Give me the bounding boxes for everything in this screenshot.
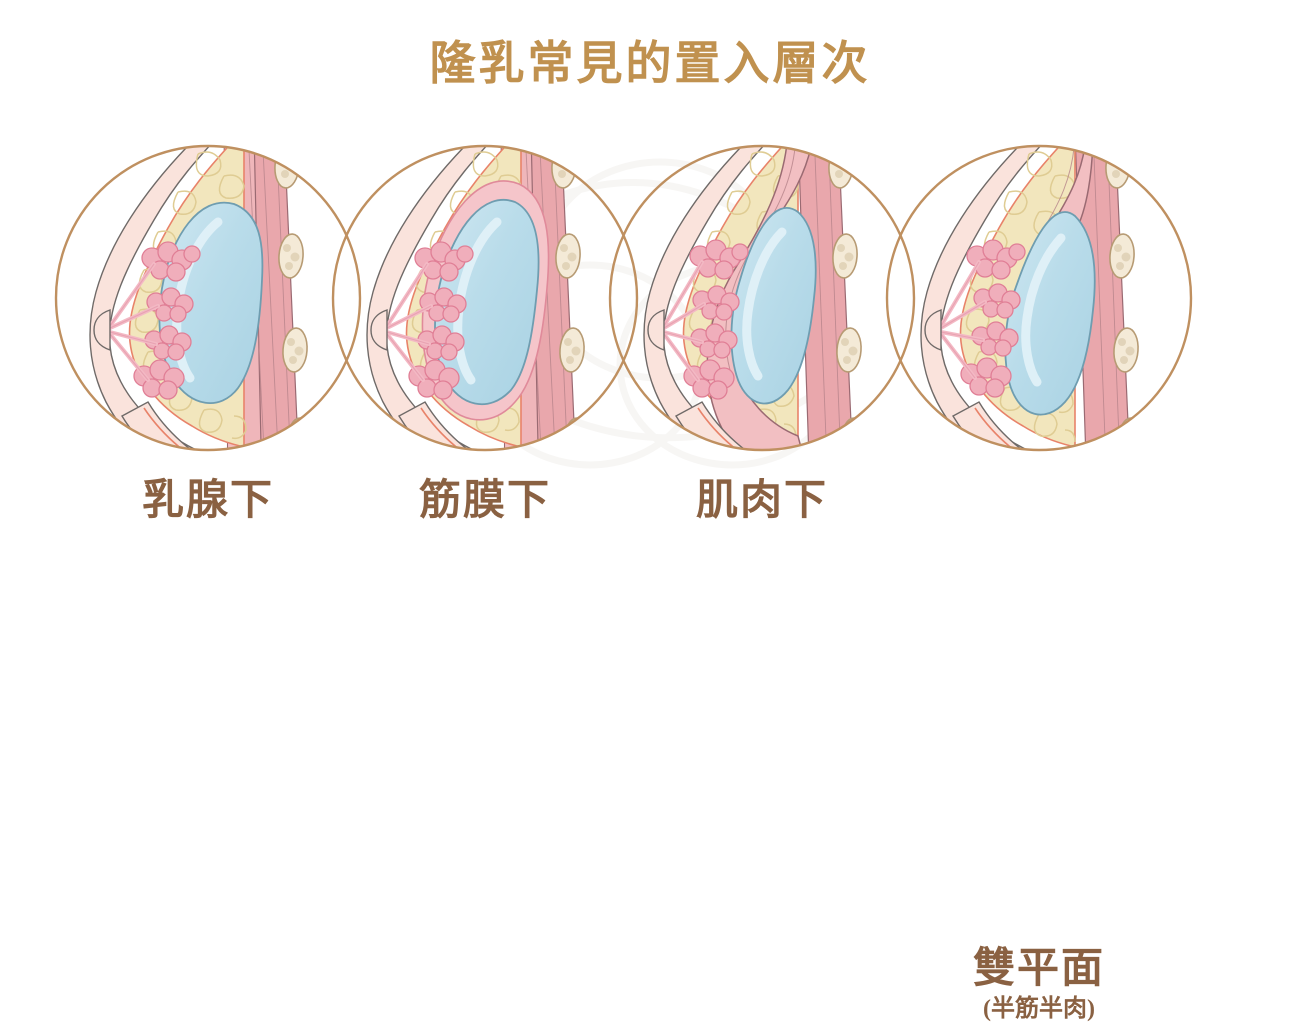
panel-sublabel-text: (半筋半肉) [983,996,1095,1023]
panel-label-text: 筋膜下 [418,478,551,524]
breast-cross-section-icon [608,144,916,452]
breast-cross-section-icon [331,144,639,452]
panel-label-subfascial: 筋膜下 [325,478,645,525]
breast-cross-section-icon [54,144,362,452]
infographic-root: 隆乳常見的置入層次 [0,38,1300,1022]
panel-label-text: 雙平面 [972,946,1105,992]
panel-label-dual-plane: 雙平面 (半筋半肉) [879,946,1199,1024]
panel-circle-frame [885,144,1193,452]
diagram-panel-submuscular [602,140,922,470]
diagram-panel-subfascial [325,140,645,470]
panel-label-text: 肌肉下 [695,478,828,524]
panel-circle-frame [54,144,362,452]
panel-label-submuscular: 肌肉下 [602,478,922,525]
breast-cross-section-icon [885,144,1193,452]
panel-label-subglandular: 乳腺下 [48,478,368,525]
diagram-panel-subglandular [48,140,368,470]
panel-label-row: 乳腺下 筋膜下 肌肉下 雙平面 (半筋半肉) [0,478,1300,1022]
panel-circle-frame [331,144,639,452]
panel-label-text: 乳腺下 [141,478,274,524]
diagram-panel-dual-plane [879,140,1199,470]
panel-circle-frame [608,144,916,452]
page-title: 隆乳常見的置入層次 [429,38,871,89]
